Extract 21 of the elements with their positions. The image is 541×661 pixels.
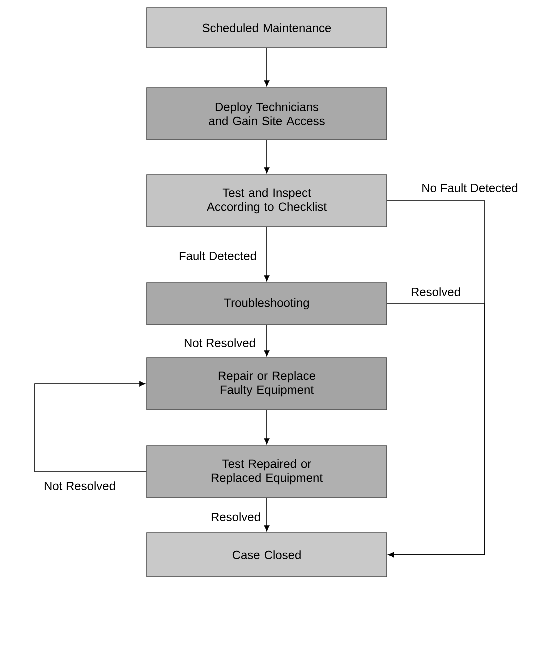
arrow — [264, 325, 270, 357]
arrow — [264, 140, 270, 174]
edge-label: Resolved — [410, 286, 462, 298]
arrow — [264, 227, 270, 282]
arrow — [264, 410, 270, 445]
process-box: Case Closed — [146, 532, 388, 578]
edge-label: No Fault Detected — [420, 182, 520, 194]
arrow — [264, 48, 270, 87]
edge-label: Not Resolved — [42, 480, 118, 492]
edge-label: Resolved — [210, 512, 262, 522]
process-box: Troubleshooting — [146, 282, 388, 326]
edge-label: Fault Detected — [178, 250, 258, 262]
process-box: Test Repaired or Replaced Equipment — [146, 446, 388, 498]
arrow — [387, 304, 486, 558]
process-box: Repair or Replace Faulty Equipment — [146, 358, 388, 410]
process-box: Test and Inspect According to Checklist — [146, 174, 388, 228]
process-box: Scheduled Maintenance — [146, 8, 388, 48]
arrow — [34, 381, 147, 472]
edge-label: Not Resolved — [182, 338, 258, 348]
arrow — [264, 498, 270, 532]
process-box: Deploy Technicians and Gain Site Access — [146, 88, 388, 140]
